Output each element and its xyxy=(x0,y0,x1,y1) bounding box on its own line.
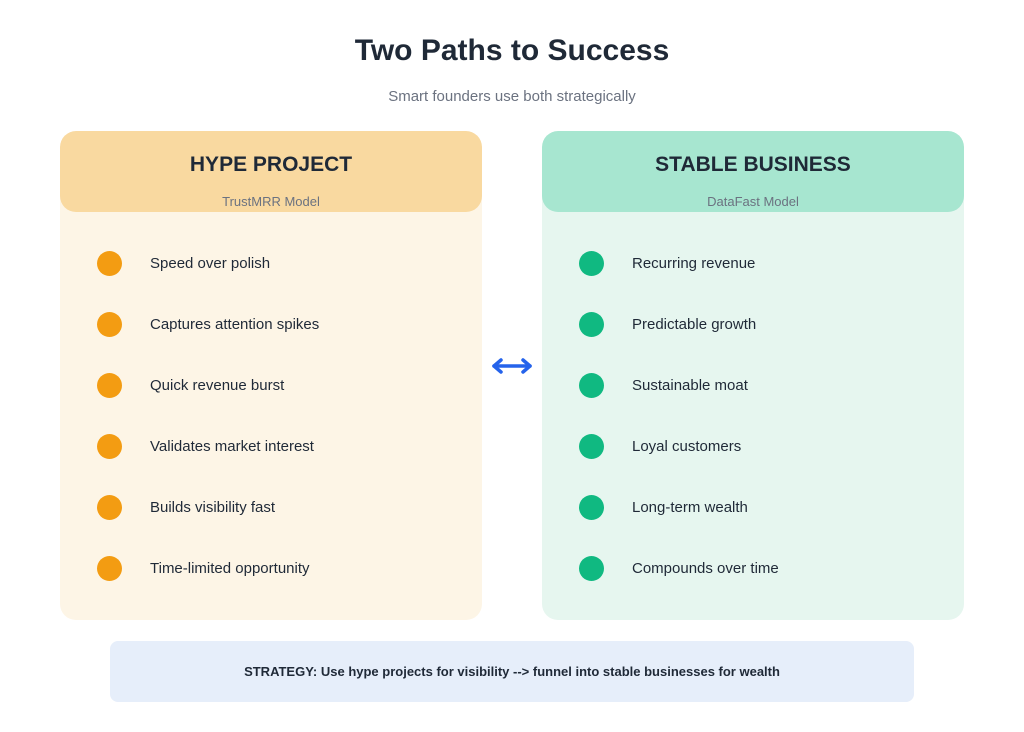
list-item-label: Recurring revenue xyxy=(632,254,756,272)
bullet-dot-icon xyxy=(579,311,604,337)
list-item-label: Speed over polish xyxy=(150,254,271,272)
list-item: Quick revenue burst xyxy=(97,372,284,398)
page-subtitle: Smart founders use both strategically xyxy=(388,88,636,105)
strategy-banner: STRATEGY: Use hype projects for visibili… xyxy=(110,641,914,702)
panel-header: HYPE PROJECT TrustMRR Model xyxy=(60,131,482,212)
bullet-dot-icon xyxy=(97,555,122,581)
list-item-label: Predictable growth xyxy=(632,315,757,333)
list-item-label: Quick revenue burst xyxy=(150,376,285,394)
list-item-label: Sustainable moat xyxy=(632,376,748,394)
panel-model: TrustMRR Model xyxy=(222,194,320,209)
bullet-dot-icon xyxy=(579,555,604,581)
list-item-label: Time-limited opportunity xyxy=(150,559,310,577)
bullet-dot-icon xyxy=(97,311,122,337)
bullet-dot-icon xyxy=(579,372,604,398)
bullet-dot-icon xyxy=(97,494,122,520)
list-item-label: Long-term wealth xyxy=(632,498,748,516)
list-item-label: Compounds over time xyxy=(632,559,779,577)
list-item: Speed over polish xyxy=(97,250,270,276)
list-item: Recurring revenue xyxy=(579,250,755,276)
list-item-label: Loyal customers xyxy=(632,437,742,455)
list-item: Validates market interest xyxy=(97,433,314,459)
panel-model: DataFast Model xyxy=(707,194,799,209)
list-item: Long-term wealth xyxy=(579,494,748,520)
list-item-label: Builds visibility fast xyxy=(150,498,276,516)
page-title: Two Paths to Success xyxy=(354,34,670,67)
list-item: Predictable growth xyxy=(579,311,756,337)
bullet-dot-icon xyxy=(97,433,122,459)
list-item: Captures attention spikes xyxy=(97,311,319,337)
bullet-dot-icon xyxy=(579,433,604,459)
list-item: Compounds over time xyxy=(579,555,779,581)
panel-heading: STABLE BUSINESS xyxy=(655,153,851,176)
stable-business-panel: STABLE BUSINESS DataFast Model Recurring… xyxy=(542,131,964,620)
bullet-dot-icon xyxy=(97,372,122,398)
bullet-dot-icon xyxy=(579,494,604,520)
list-item: Sustainable moat xyxy=(579,372,748,398)
panel-heading: HYPE PROJECT xyxy=(189,153,353,176)
list-item: Loyal customers xyxy=(579,433,741,459)
hype-project-panel: HYPE PROJECT TrustMRR Model Speed over p… xyxy=(60,131,482,620)
bullet-dot-icon xyxy=(97,250,122,276)
list-item-label: Captures attention spikes xyxy=(150,315,320,333)
list-item: Time-limited opportunity xyxy=(97,555,310,581)
list-item: Builds visibility fast xyxy=(97,494,275,520)
panel-header: STABLE BUSINESS DataFast Model xyxy=(542,131,964,212)
bullet-dot-icon xyxy=(579,250,604,276)
double-arrow-icon xyxy=(492,358,532,374)
list-item-label: Validates market interest xyxy=(150,437,314,455)
